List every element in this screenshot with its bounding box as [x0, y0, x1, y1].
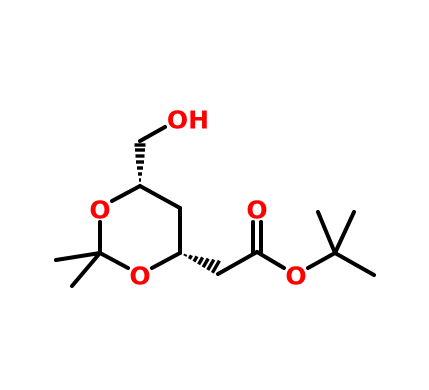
bond-ch2-oh [138, 125, 167, 143]
bond-carbonyl-c-ester-o [255, 250, 286, 270]
bond-o3-c4 [110, 184, 142, 203]
hashed-wedge-c6-ch2 [183, 253, 221, 274]
ring-oxygen-upper-label: O [89, 196, 110, 225]
bond-o1-c2 [98, 251, 130, 270]
bond-ch2-carbonyl-c [216, 250, 259, 276]
bond-tbu-methyl-left [316, 210, 337, 255]
ring-bonds [98, 184, 182, 270]
hashed-wedge-c4-ch2 [134, 143, 146, 182]
dimethyl-bonds [54, 251, 102, 288]
bond-c6-o1 [150, 251, 182, 270]
bond-tbu-methyl-right [333, 251, 376, 277]
bond-ester-o-tbu-c [306, 251, 337, 270]
bond-c4-c5 [138, 184, 182, 210]
ester-side-chain [216, 210, 376, 277]
hydroxyl-label: OH [167, 106, 209, 135]
ester-oxygen-label: O [285, 262, 306, 291]
bond-c2-methyl-down [70, 251, 102, 288]
bond-c2-methyl-left [54, 251, 102, 262]
ring-oxygen-lower-label: O [129, 262, 150, 291]
bond-tbu-methyl-up [333, 210, 356, 255]
carbonyl-oxygen-label: O [246, 196, 267, 225]
